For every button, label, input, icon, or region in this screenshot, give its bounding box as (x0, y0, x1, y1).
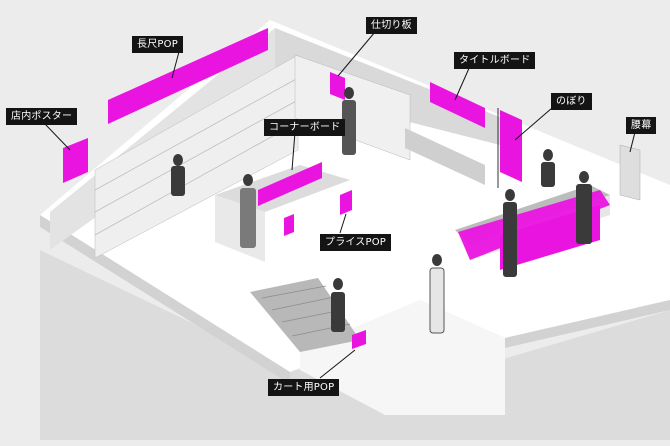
leader-title-board (454, 65, 471, 101)
label-cart-pop: カート用POP (268, 379, 340, 396)
leader-corner-board (291, 131, 296, 171)
display-table (405, 128, 485, 185)
store-poster (63, 138, 88, 183)
label-title-board: タイトルボード (454, 52, 536, 69)
label-waist-curtain: 腰幕 (626, 117, 657, 134)
floor-edge-left (40, 215, 290, 384)
price-pop-card (340, 190, 352, 215)
label-nobori: のぼり (551, 93, 592, 110)
leader-price-pop (339, 213, 347, 234)
floor-shadow (40, 250, 670, 440)
label-corner-board: コーナーボード (264, 119, 346, 136)
label-partition: 仕切り板 (366, 17, 417, 34)
leader-partition (337, 31, 376, 77)
leader-nobori (514, 107, 553, 141)
cart-pop (352, 330, 366, 349)
back-wall-right (275, 28, 520, 150)
partition-board (330, 72, 345, 100)
leader-cart-pop (319, 349, 356, 379)
kiosk-sign (619, 144, 641, 201)
price-pop-card-2 (284, 214, 294, 236)
leader-waist-curtain (629, 131, 636, 153)
shoppers (171, 87, 592, 334)
waist-curtain-lower (500, 205, 600, 270)
leader-store-poster (44, 123, 71, 151)
escalator (250, 278, 360, 352)
label-long-pop: 長尺POP (132, 36, 183, 53)
corner-board (258, 162, 322, 206)
nobori-flag (500, 110, 522, 182)
label-store-poster: 店内ポスター (6, 108, 78, 125)
label-price-pop: プライスPOP (320, 234, 392, 251)
leader-long-pop (171, 47, 181, 79)
title-board (430, 82, 485, 128)
wall-shelf-lines (94, 77, 299, 236)
long-pop-strip (108, 28, 268, 124)
floor-edge-right (505, 300, 670, 348)
